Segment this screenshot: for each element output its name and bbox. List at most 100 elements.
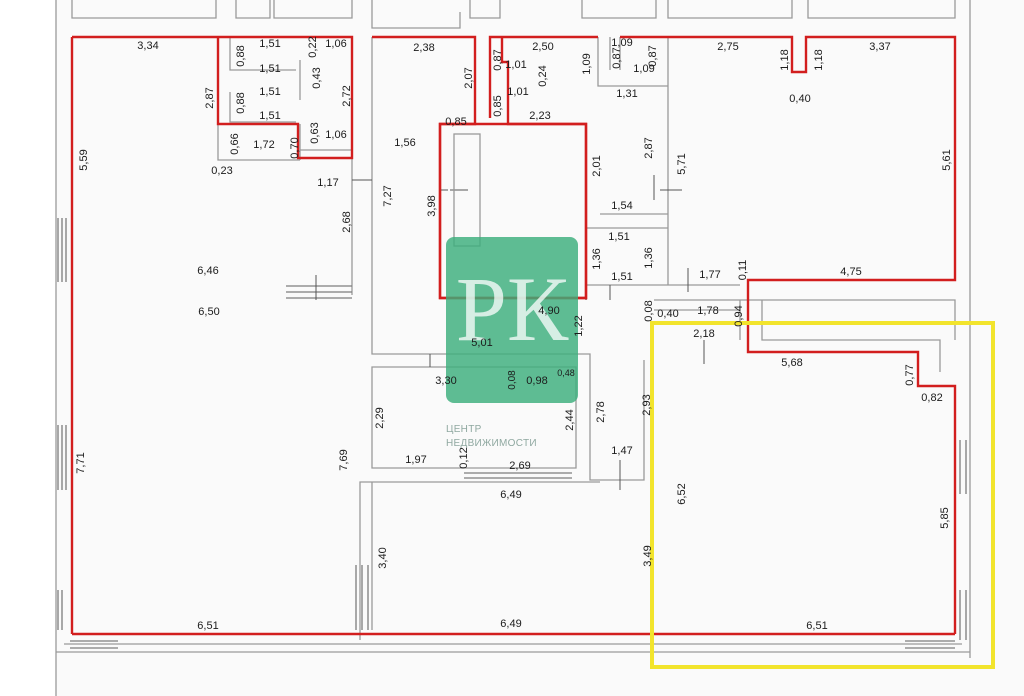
sanitary-rooms: [217, 37, 301, 161]
dim-label: 2,23: [529, 110, 550, 122]
dim-label: 3,98: [426, 195, 438, 216]
dim-label: 0,85: [445, 116, 466, 128]
dim-label: 1,51: [259, 86, 280, 98]
dim-label: 2,87: [643, 137, 655, 158]
dim-label: 0,11: [737, 260, 749, 281]
dim-label: 1,09: [633, 63, 654, 75]
dim-label: 1,18: [813, 49, 825, 70]
dim-label: 2,38: [413, 42, 434, 54]
window-left-upper: [57, 218, 67, 282]
dim-label: 2,44: [564, 409, 576, 430]
dim-label: 3,37: [869, 41, 890, 53]
dim-label: 0,85: [492, 95, 504, 116]
window-left-lower: [57, 425, 67, 490]
dim-label: 0,88: [235, 45, 247, 66]
dim-label: 0,23: [211, 165, 232, 177]
dim-label: 7,27: [382, 185, 394, 206]
dim-label: 1,22: [573, 315, 585, 336]
dim-label: 0,40: [789, 93, 810, 105]
selection-box: [650, 321, 995, 669]
right-small-rooms: [761, 300, 941, 372]
dim-label: 1,06: [325, 129, 346, 141]
dim-label: 7,71: [75, 452, 87, 473]
window-right-upper: [959, 440, 967, 494]
dim-label: 6,49: [500, 618, 521, 630]
watermark-line1: ЦЕНТР: [446, 424, 482, 435]
door-ticks: [315, 175, 705, 490]
left-margin-strip: [0, 0, 56, 696]
dim-label: 1,36: [591, 248, 603, 269]
dim-label: 0,08: [507, 370, 518, 390]
highlight-left-block: [70, 35, 354, 634]
highlight-central-room: [438, 122, 588, 300]
dim-label: 1,17: [317, 177, 338, 189]
dim-label: 1,47: [611, 445, 632, 457]
dim-label: 1,77: [699, 269, 720, 281]
dim-label: 1,97: [405, 454, 426, 466]
dim-label: 5,61: [941, 149, 953, 170]
dim-label: 2,78: [595, 401, 607, 422]
dim-label: 6,52: [676, 483, 688, 504]
dim-label: 2,87: [204, 87, 216, 108]
dim-label: 1,31: [616, 88, 637, 100]
window-partition-3: [464, 472, 572, 479]
dim-label: 1,56: [394, 137, 415, 149]
watermark-line2: НЕДВИЖИМОСТИ: [446, 438, 537, 449]
dim-label: 1,01: [507, 86, 528, 98]
dim-label: 0,66: [229, 133, 241, 154]
dim-label: 1,36: [643, 247, 655, 268]
sanitary-right: [597, 37, 668, 87]
window-bottom-right: [905, 640, 955, 649]
dim-label: 1,78: [697, 305, 718, 317]
dim-label: 2,68: [341, 211, 353, 232]
dim-label: 2,93: [641, 394, 653, 415]
dim-label: 1,18: [779, 49, 791, 70]
dim-label: 0,87: [492, 49, 504, 70]
dim-label: 0,24: [537, 65, 549, 86]
door-tick-1: [315, 175, 705, 490]
dim-label: 0,88: [235, 92, 247, 113]
dim-label: 3,40: [377, 547, 389, 568]
dim-label: 0,94: [733, 305, 745, 326]
dim-label: 1,09: [611, 37, 632, 49]
dim-label: 0,40: [657, 308, 678, 320]
dim-label: 2,18: [693, 328, 714, 340]
dimension-labels: 3,34 2,87 0,88 1,51 0,22 1,06 2,38 2,50 …: [75, 36, 953, 632]
dim-label: 5,59: [78, 149, 90, 170]
dim-label: 1,51: [259, 110, 280, 122]
dim-label: 5,71: [676, 153, 688, 174]
dim-label: 0,77: [904, 364, 916, 385]
dim-label: 0,87: [611, 47, 623, 68]
dim-label: 1,72: [253, 139, 274, 151]
dim-label: 0,87: [647, 45, 659, 66]
dim-label: 5,01: [471, 337, 492, 349]
dim-label: 0,98: [526, 375, 547, 387]
right-middle-walls: [586, 37, 956, 340]
dim-label: 2,07: [463, 67, 475, 88]
lower-middle-room: [359, 481, 372, 640]
dim-label: 3,30: [435, 375, 456, 387]
window-bottom-left: [70, 640, 118, 649]
dim-label: 6,51: [806, 620, 827, 632]
dim-label: 6,49: [500, 489, 521, 501]
dim-label: 2,75: [717, 41, 738, 53]
dim-label: 5,68: [781, 357, 802, 369]
dim-label: 1,01: [505, 59, 526, 71]
dim-label: 2,69: [509, 460, 530, 472]
windows: [57, 218, 967, 649]
dim-label: 1,06: [325, 38, 346, 50]
watermark-badge: [446, 237, 578, 403]
dim-label: 1,51: [608, 231, 629, 243]
dim-label: 6,50: [198, 306, 219, 318]
dim-label: 1,51: [259, 63, 280, 75]
dim-label: 0,22: [307, 36, 319, 57]
dim-label: 6,51: [197, 620, 218, 632]
dim-label: 0,43: [311, 67, 323, 88]
dim-label: 3,34: [137, 40, 158, 52]
dim-label: 0,12: [458, 447, 470, 468]
lower-room-walls: [371, 366, 600, 630]
dim-label: 6,46: [197, 265, 218, 277]
dim-label: 2,50: [532, 41, 553, 53]
dim-label: 0,48: [557, 368, 575, 378]
